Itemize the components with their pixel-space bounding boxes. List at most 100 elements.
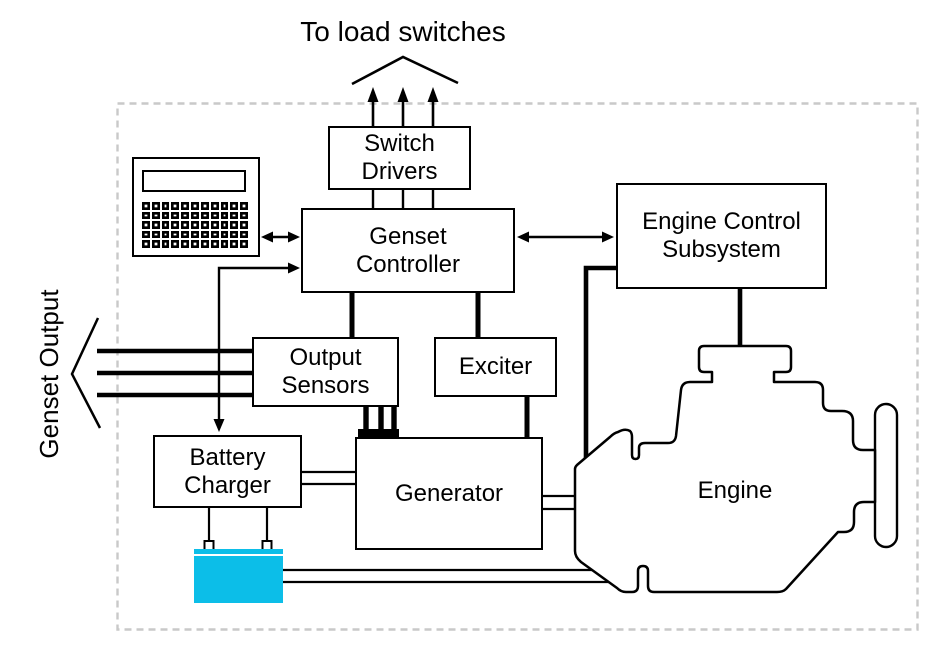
node-label: Controller: [355, 250, 461, 278]
node-exciter: Exciter: [434, 337, 557, 397]
node-genset-controller: Genset Controller: [301, 208, 515, 293]
keypad-key: [151, 211, 160, 220]
keypad-key: [161, 221, 170, 229]
keypad-key: [210, 221, 219, 229]
ecs-engine-side-link: [583, 265, 616, 466]
keypad-key: [151, 230, 160, 239]
node-engine-control-subsystem: Engine Control Subsystem: [616, 183, 827, 289]
load-switch-chevron: [351, 55, 459, 86]
top-flow-label: To load switches: [300, 16, 506, 47]
load-switch-arrows: [367, 87, 439, 126]
keypad-key: [142, 230, 150, 239]
keypad-key: [142, 240, 150, 248]
keypad-key: [181, 221, 190, 229]
battery-engine-link: [283, 568, 614, 584]
keypad-key: [161, 240, 170, 248]
node-label: Sensors: [281, 372, 370, 399]
keypad-key: [191, 202, 199, 210]
keypad-key: [142, 211, 150, 220]
keypad-key: [142, 202, 150, 210]
battery-stripe: [194, 554, 283, 556]
keypad-key: [230, 211, 239, 220]
engine-fan-bar: [873, 402, 899, 549]
genset-output-chevron: [70, 317, 102, 429]
node-label: Drivers: [361, 158, 438, 185]
sensors-generator-link: [358, 405, 399, 438]
node-label: Genset: [369, 222, 447, 250]
keypad-key: [191, 240, 199, 248]
keypad-key: [220, 221, 229, 229]
keypad-key: [142, 221, 150, 229]
node-label: Subsystem: [662, 236, 781, 263]
node-label: Battery: [189, 443, 266, 471]
keypad-key: [210, 230, 219, 239]
keypad-key: [151, 221, 160, 229]
engine-label: Engine: [697, 477, 773, 504]
keypad-key: [181, 211, 190, 220]
engine-shape: [573, 344, 899, 594]
keypad-key: [151, 240, 160, 248]
keypad-key: [200, 230, 209, 239]
keypad-key: [230, 221, 239, 229]
system-boundary: [116, 102, 919, 631]
keypad-keys: [142, 202, 248, 248]
keypad-key: [240, 240, 248, 248]
keypad-key: [171, 240, 180, 248]
node-label: Exciter: [458, 353, 533, 381]
keypad-key: [181, 230, 190, 239]
controller-charger-arrow: [213, 262, 300, 432]
keypad-key: [230, 240, 239, 248]
keypad-key: [161, 211, 170, 220]
keypad-key: [191, 221, 199, 229]
genset-output-bus: [97, 348, 253, 398]
keypad-key: [240, 221, 248, 229]
keypad-key: [220, 230, 229, 239]
keypad-key: [191, 230, 199, 239]
node-label: Output: [289, 344, 362, 372]
keypad-key: [240, 230, 248, 239]
keypad-display-icon: [132, 157, 260, 257]
panel-display: [142, 170, 246, 192]
switch-driver-links: [371, 190, 435, 209]
keypad-key: [181, 240, 190, 248]
keypad-key: [191, 211, 199, 220]
node-label: Generator: [394, 479, 504, 507]
keypad-key: [240, 202, 248, 210]
keypad-key: [200, 240, 209, 248]
keypad-key: [171, 230, 180, 239]
keypad-key: [210, 211, 219, 220]
keypad-key: [230, 202, 239, 210]
keypad-key: [200, 202, 209, 210]
keypad-key: [210, 202, 219, 210]
keypad-key: [200, 221, 209, 229]
node-battery-charger: Battery Charger: [153, 435, 302, 508]
genset-output-label: Genset Output: [34, 289, 64, 459]
keypad-key: [200, 211, 209, 220]
keypad-key: [151, 202, 160, 210]
node-output-sensors: Output Sensors: [252, 337, 399, 407]
panel-controller-arrow: [261, 231, 300, 243]
keypad-key: [220, 240, 229, 248]
keypad-key: [171, 211, 180, 220]
keypad-key: [210, 240, 219, 248]
charger-generator-link: [301, 470, 356, 486]
node-generator: Generator: [355, 437, 543, 550]
node-label: Switch: [364, 130, 435, 158]
engine-body: [573, 344, 877, 594]
keypad-key: [161, 202, 170, 210]
keypad-key: [220, 202, 229, 210]
keypad-key: [230, 230, 239, 239]
keypad-key: [240, 211, 248, 220]
keypad-key: [161, 230, 170, 239]
keypad-key: [171, 202, 180, 210]
battery-icon: [194, 549, 283, 603]
node-switch-drivers: Switch Drivers: [328, 126, 471, 190]
node-label: Charger: [184, 471, 271, 499]
node-label: Engine Control: [642, 208, 801, 236]
keypad-key: [220, 211, 229, 220]
charger-battery-wires: [203, 507, 273, 551]
keypad-key: [181, 202, 190, 210]
controller-ecs-arrow: [517, 231, 614, 243]
